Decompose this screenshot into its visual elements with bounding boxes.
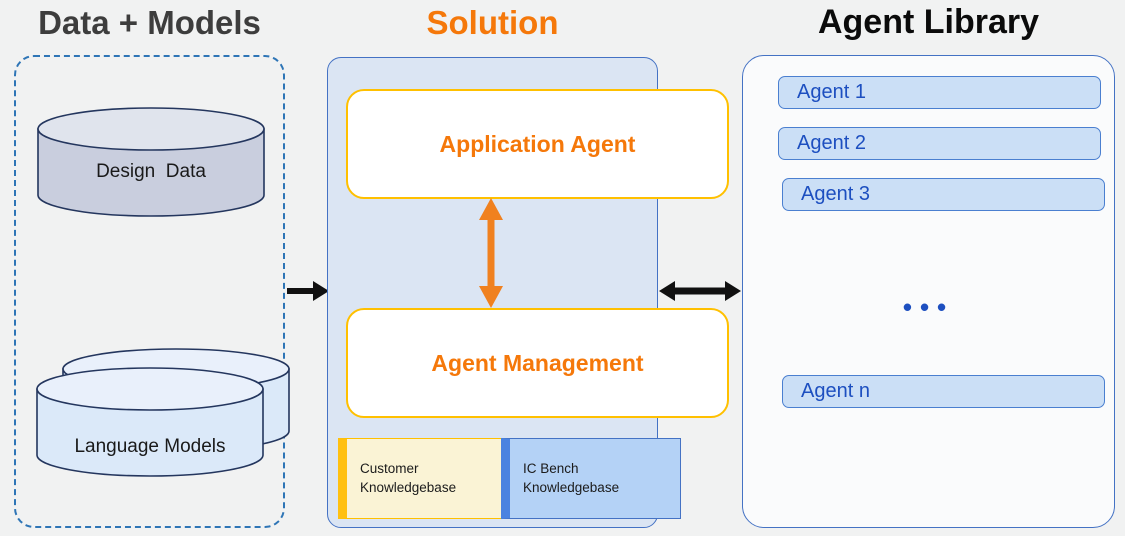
agent-item: Agent 3 bbox=[782, 178, 1105, 211]
agent-library-title: Agent Library bbox=[817, 3, 1040, 41]
stacked-database-cylinder-icon bbox=[36, 348, 290, 477]
language-models-cylinder: Language Models bbox=[35, 348, 291, 480]
design-data-cylinder: Design Data bbox=[36, 106, 266, 218]
data-models-panel bbox=[14, 55, 285, 528]
customer-knowledgebase-box: Customer Knowledgebase bbox=[338, 438, 518, 519]
agent-item-n: Agent n bbox=[782, 375, 1105, 408]
icbench-knowledgebase-box: IC Bench Knowledgebase bbox=[501, 438, 681, 519]
language-models-label: Language Models bbox=[74, 436, 226, 457]
arrow-double-horizontal-icon bbox=[659, 281, 741, 301]
agent-item: Agent 2 bbox=[778, 127, 1101, 160]
solution-title: Solution bbox=[426, 4, 559, 41]
database-cylinder-icon bbox=[37, 107, 265, 217]
agent-management-box: Agent Management bbox=[346, 308, 729, 418]
agent-library-panel: Agent 1 Agent 2 Agent 3 ••• Agent n bbox=[742, 55, 1115, 528]
ellipsis-icon: ••• bbox=[902, 292, 955, 322]
data-models-title: Data + Models bbox=[38, 4, 261, 41]
orange-double-arrow-icon bbox=[476, 198, 506, 308]
arrow-right-icon bbox=[287, 281, 329, 301]
solution-panel: Application Agent Agent Management Custo… bbox=[327, 57, 729, 528]
application-agent-box: Application Agent bbox=[346, 89, 729, 199]
design-data-label: Design Data bbox=[96, 161, 206, 182]
agent-item: Agent 1 bbox=[778, 76, 1101, 109]
